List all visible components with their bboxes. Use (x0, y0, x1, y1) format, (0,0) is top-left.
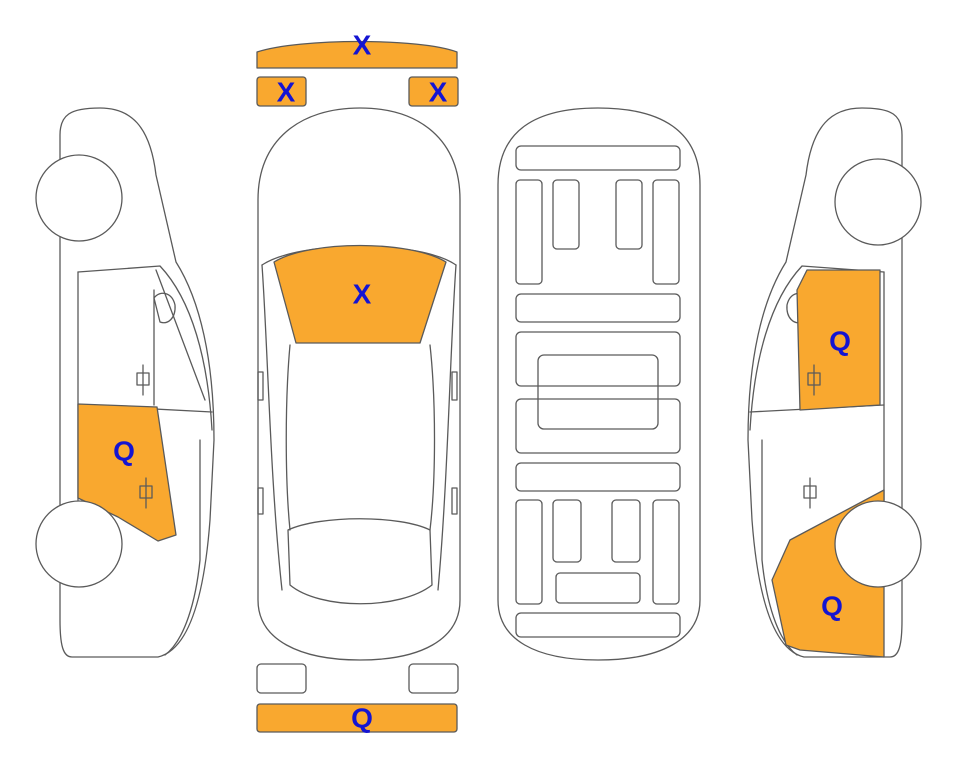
right-side-front-handle-icon (807, 364, 821, 396)
headlight-right-panel[interactable] (408, 76, 459, 107)
left-side-a-pillar (155, 269, 206, 401)
left-side-rear-handle-icon (139, 477, 153, 509)
left-side-view: Q (35, 107, 215, 658)
top-view-roof-left (285, 344, 291, 531)
right-front-door-label: Q (829, 326, 851, 357)
windshield-panel[interactable] (273, 244, 447, 344)
taillight-left (256, 663, 307, 694)
right-side-rear-wheel (834, 500, 922, 588)
right-side-view: Q Q (747, 107, 922, 658)
top-view-handle-right (451, 487, 458, 515)
left-side-front-handle-icon (136, 364, 150, 396)
windshield-label: X (353, 279, 372, 310)
left-side-lower-line (164, 439, 201, 656)
top-view: X X X X Q (256, 30, 461, 734)
headlight-right-label: X (429, 77, 448, 108)
top-view-roof-right (429, 344, 436, 531)
headlight-left-label: X (277, 77, 296, 108)
left-side-window-line (77, 265, 213, 431)
left-side-rear-wheel (35, 500, 123, 588)
right-side-front-wheel (834, 158, 922, 246)
rear-bumper-label: Q (351, 703, 373, 734)
rear-bumper-panel[interactable] (256, 703, 458, 733)
right-side-window-line (749, 265, 885, 431)
top-view-handle-left (257, 487, 264, 515)
underbody-center-panel (537, 354, 659, 430)
left-rear-door-panel[interactable] (77, 403, 177, 542)
headlight-left-panel[interactable] (256, 76, 307, 107)
front-bumper-label: X (353, 30, 372, 61)
top-view-mirror-right (451, 371, 458, 401)
top-view-left-pillar (261, 264, 283, 591)
top-view-mirror-left (257, 371, 264, 401)
underbody-view (497, 107, 701, 661)
front-bumper-panel[interactable] (256, 40, 458, 69)
top-view-rear-window (287, 518, 433, 605)
left-rear-door-label: Q (113, 436, 135, 467)
underbody-outline (497, 107, 701, 661)
left-side-front-wheel (35, 154, 123, 242)
right-front-door-panel[interactable] (796, 269, 881, 411)
left-side-mirror (153, 292, 176, 324)
taillight-right (408, 663, 459, 694)
right-rear-quarter-label: Q (821, 591, 843, 622)
top-view-body-outline (257, 107, 461, 661)
right-side-lower-line (761, 439, 798, 656)
right-side-rear-handle-icon (803, 477, 817, 509)
top-view-right-pillar (437, 264, 457, 591)
